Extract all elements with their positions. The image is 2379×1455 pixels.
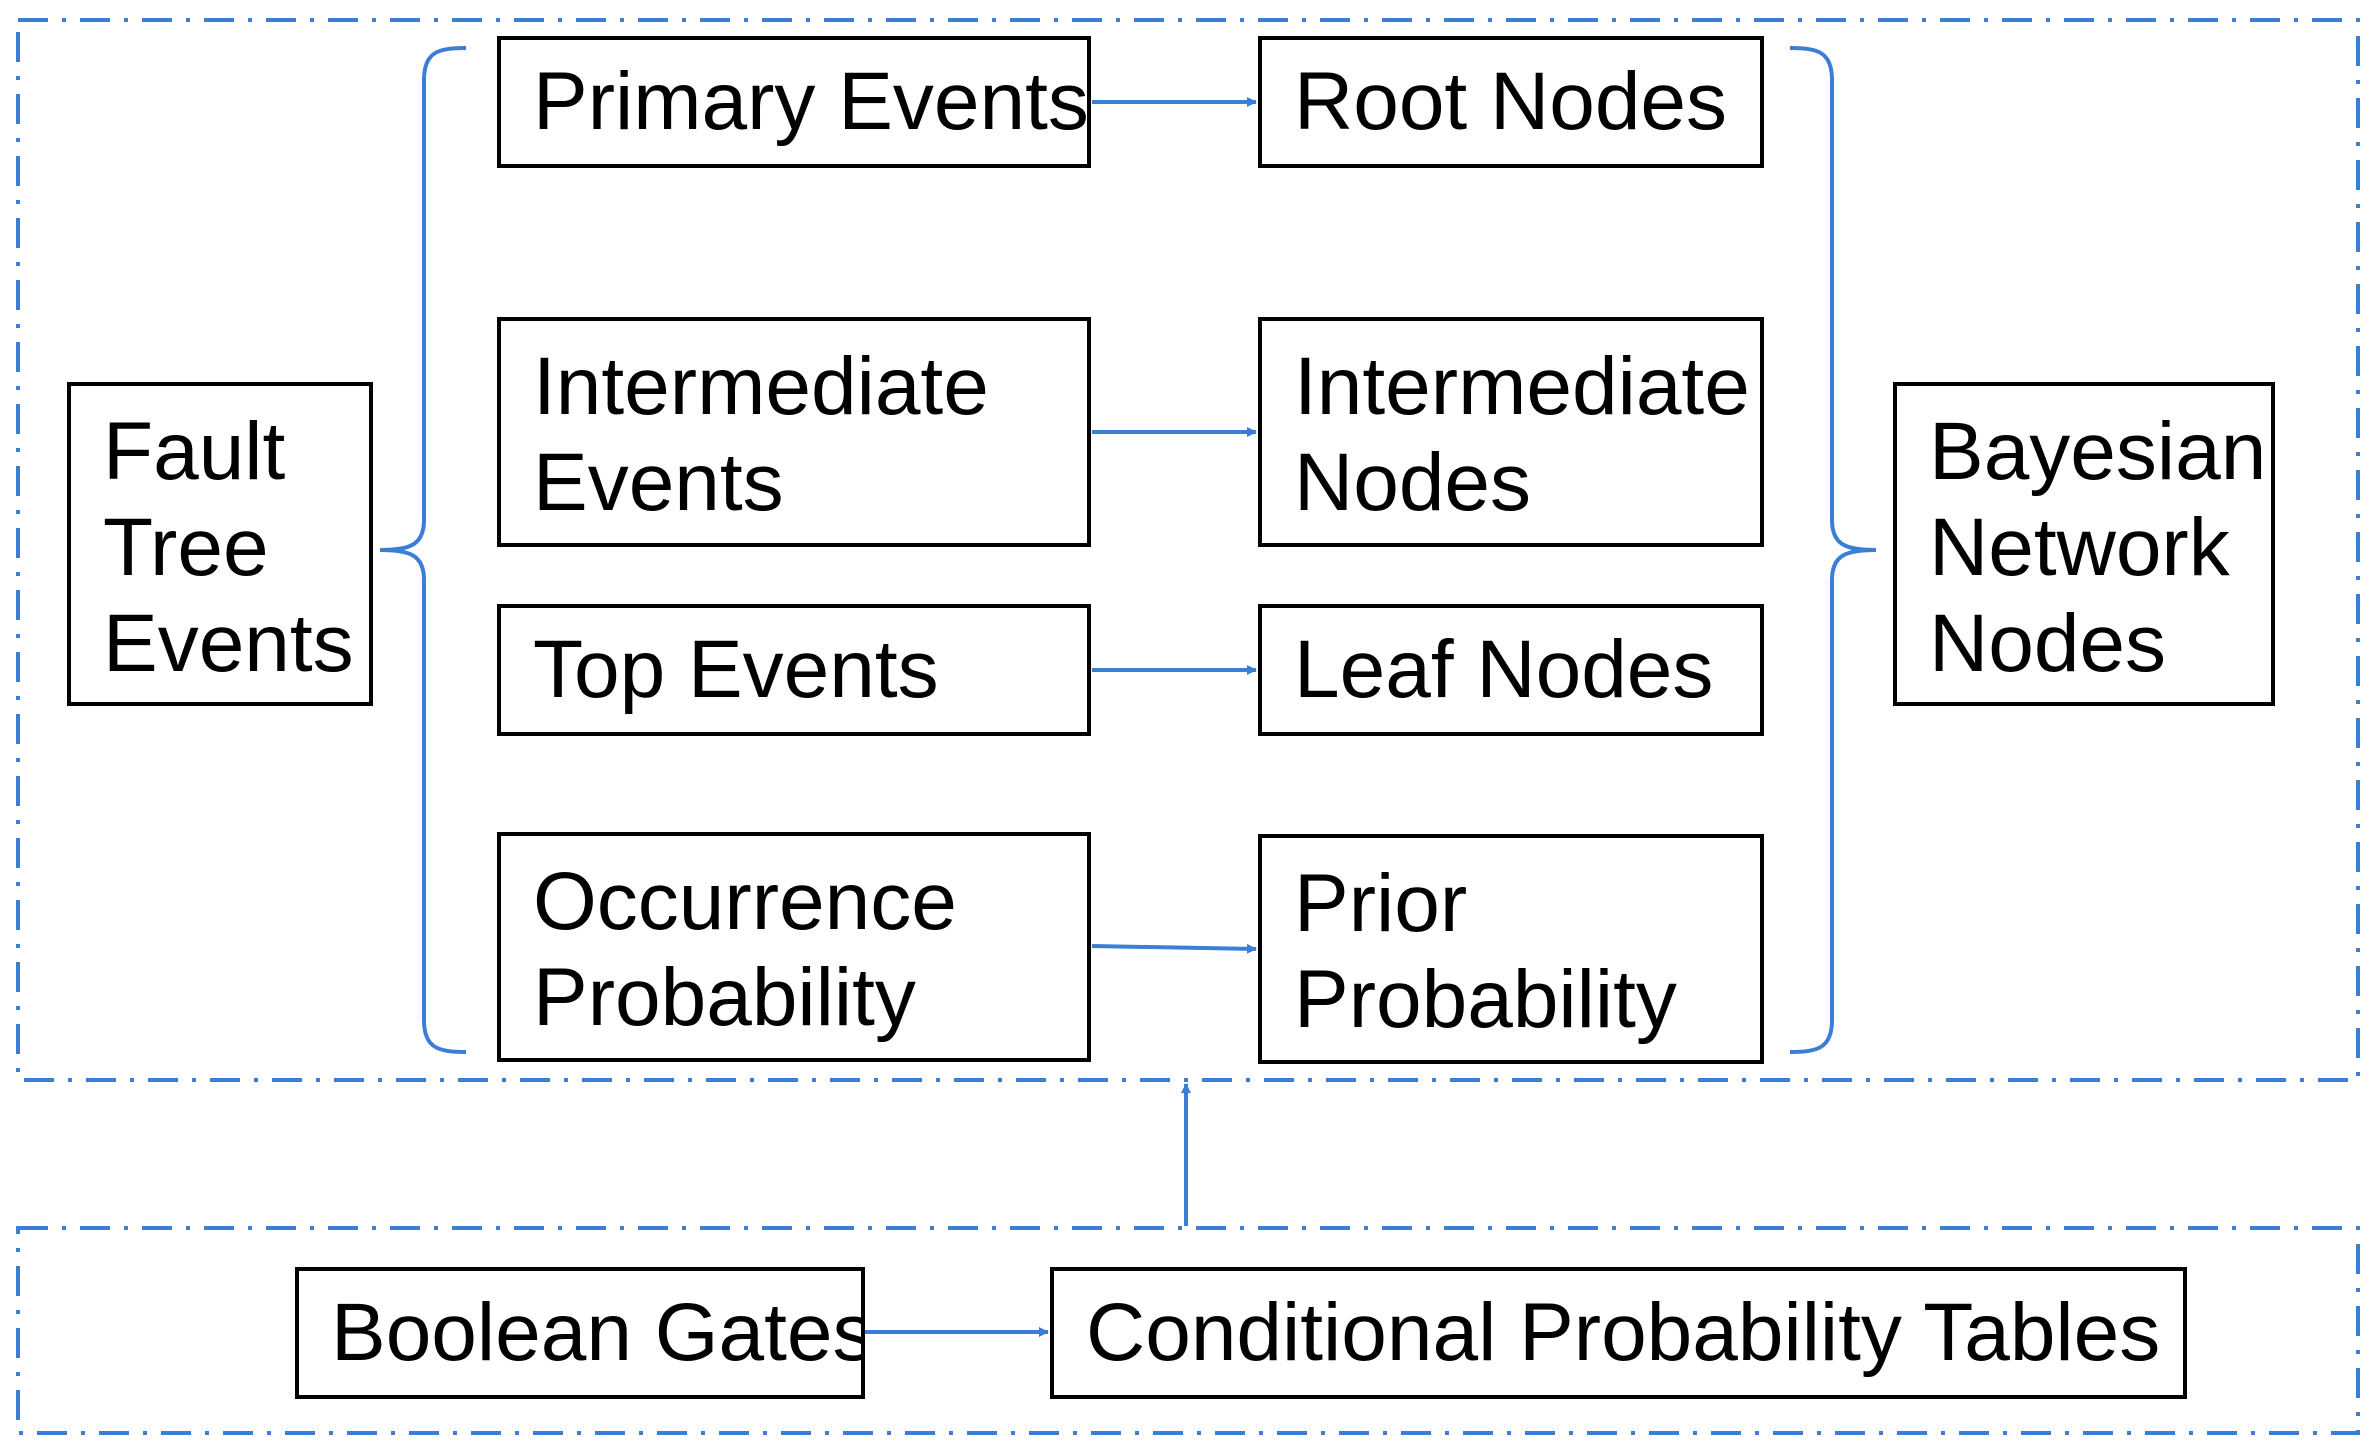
intermediate-events-line: Intermediate xyxy=(533,341,989,432)
fault-tree-events-line: Events xyxy=(103,598,354,689)
primary-events-label: Primary Events xyxy=(533,56,1089,147)
leaf-nodes-box: Leaf Nodes xyxy=(1258,604,1764,736)
conditional-probability-tables-label: Conditional Probability Tables xyxy=(1086,1287,2161,1378)
bayesian-network-nodes-line: Nodes xyxy=(1929,598,2167,689)
prior-probability-line: Probability xyxy=(1294,954,1677,1045)
occurrence-probability-line: Occurrence xyxy=(533,856,957,947)
fault-tree-events-box: Fault Tree Events xyxy=(67,382,373,706)
conditional-probability-tables-box: Conditional Probability Tables xyxy=(1050,1267,2187,1399)
mapping-group-frame xyxy=(16,18,2360,1082)
gates-group-frame xyxy=(16,1226,2360,1435)
left-brace xyxy=(379,46,467,1054)
bayesian-network-nodes-box: Bayesian Network Nodes xyxy=(1893,382,2275,706)
intermediate-events-line: Events xyxy=(533,437,784,528)
leaf-nodes-label: Leaf Nodes xyxy=(1294,624,1714,715)
root-nodes-label: Root Nodes xyxy=(1294,56,1728,147)
fault-tree-events-line: Fault xyxy=(103,406,286,497)
occurrence-probability-box: Occurrence Probability xyxy=(497,832,1091,1062)
prior-probability-line: Prior xyxy=(1294,858,1468,949)
intermediate-nodes-line: Intermediate xyxy=(1294,341,1750,432)
top-events-label: Top Events xyxy=(533,624,939,715)
top-events-box: Top Events xyxy=(497,604,1091,736)
root-nodes-box: Root Nodes xyxy=(1258,36,1764,168)
arrow-occurrence-to-prior xyxy=(1091,943,1257,954)
occurrence-probability-line: Probability xyxy=(533,952,916,1043)
boolean-gates-box: Boolean Gates xyxy=(295,1267,865,1399)
boolean-gates-label: Boolean Gates xyxy=(331,1287,865,1378)
right-brace xyxy=(1789,46,1877,1054)
bayesian-network-nodes-line: Bayesian xyxy=(1929,406,2267,497)
intermediate-nodes-line: Nodes xyxy=(1294,437,1532,528)
fault-tree-events-line: Tree xyxy=(103,502,269,593)
intermediate-events-box: Intermediate Events xyxy=(497,317,1091,547)
bayesian-network-nodes-line: Network xyxy=(1929,502,2230,593)
intermediate-nodes-box: Intermediate Nodes xyxy=(1258,317,1764,547)
prior-probability-box: Prior Probability xyxy=(1258,834,1764,1064)
primary-events-box: Primary Events xyxy=(497,36,1091,168)
